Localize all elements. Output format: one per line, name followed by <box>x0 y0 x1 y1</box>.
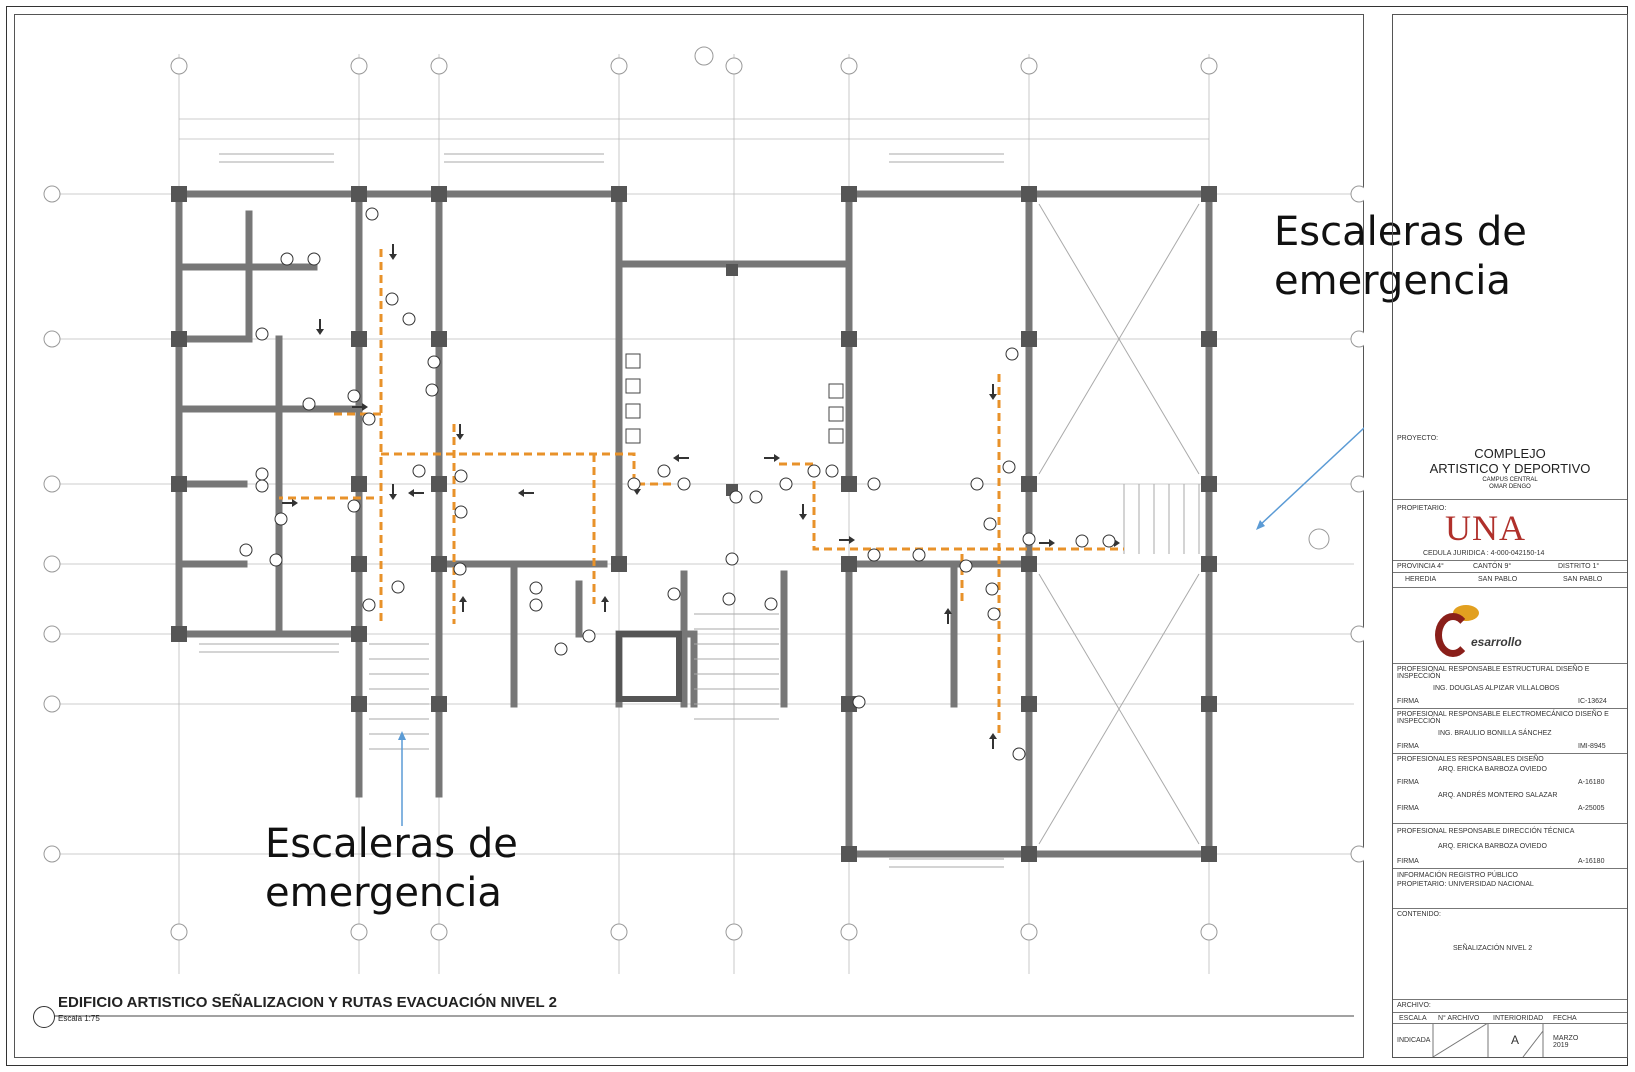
loc-header-district: DISTRITO 1° <box>1558 563 1600 570</box>
stairs-label-bottom: Escaleras de emergencia <box>265 820 518 918</box>
loc-header-canton: CANTÓN 9° <box>1473 563 1512 570</box>
resp-design-reg-2: A-25005 <box>1578 805 1605 812</box>
plan-scale: Escala 1:75 <box>58 1014 100 1023</box>
bottom-header-escala: ESCALA <box>1399 1015 1427 1022</box>
pointer-arrowhead-bottom <box>398 731 406 740</box>
direction-arrows <box>282 244 1120 749</box>
resp-design-firma-2: FIRMA <box>1397 805 1419 812</box>
resp-struct-firma: FIRMA <box>1397 698 1419 705</box>
loc-header-province: PROVINCIA 4° <box>1397 563 1444 570</box>
resp-struct-name: ING. DOUGLAS ALPIZAR VILLALOBOS <box>1433 685 1560 692</box>
pointer-line-top <box>1258 426 1364 527</box>
stairs-label-top: Escaleras de emergencia <box>1274 208 1527 306</box>
resp-struct-reg: IC-13624 <box>1578 698 1607 705</box>
resp-elec-firma: FIRMA <box>1397 743 1419 750</box>
loc-value-province: HEREDIA <box>1405 576 1437 583</box>
resp-design-name-1: ARQ. ERICKA BARBOZA OVIEDO <box>1438 766 1547 773</box>
bottom-header-fecha: FECHA <box>1553 1015 1577 1022</box>
stairs-label-bottom-line1: Escaleras de <box>265 821 518 867</box>
bottom-header-archivo: N° ARCHIVO <box>1438 1015 1480 1022</box>
resp-elec-name: ING. BRAULIO BONILLA SÁNCHEZ <box>1438 730 1552 737</box>
loc-value-district: SAN PABLO <box>1563 576 1603 583</box>
elevator <box>616 631 682 702</box>
bottom-value-interioridad: A <box>1511 1033 1520 1047</box>
resp-design-firma-1: FIRMA <box>1397 779 1419 786</box>
company-logo-icon <box>1435 613 1471 657</box>
project-sub-2: OMAR DENGO <box>1489 484 1531 490</box>
resp-tech-firma: FIRMA <box>1397 858 1419 865</box>
stairs-label-bottom-line2: emergencia <box>265 870 502 916</box>
resp-tech-name: ARQ. ERICKA BARBOZA OVIEDO <box>1438 843 1547 850</box>
title-block-diagonals <box>1432 1023 1544 1057</box>
bottom-value-fecha: MARZO 2019 <box>1553 1035 1579 1049</box>
company-logo-text: esarrollo <box>1471 635 1522 649</box>
resp-tech-reg: A-16180 <box>1578 858 1605 865</box>
resp-design-reg-1: A-16180 <box>1578 779 1605 786</box>
project-name-2: ARTISTICO Y DEPORTIVO <box>1429 461 1591 476</box>
sign-markers <box>239 207 1116 761</box>
project-label: PROYECTO: <box>1397 435 1439 442</box>
evacuation-route <box>279 249 1124 734</box>
project-sub-1: CAMPUS CENTRAL <box>1482 477 1538 483</box>
contents-label: CONTENIDO: <box>1397 911 1441 918</box>
stair-treads <box>199 153 1200 868</box>
resp-design-title: PROFESIONALES RESPONSABLES DISEÑO <box>1397 756 1544 763</box>
sign-symbols <box>625 353 844 444</box>
pointer-arrowhead-top <box>1256 520 1265 530</box>
registry-title: INFORMACIÓN REGISTRO PÚBLICO <box>1397 872 1518 879</box>
una-logo: UNA <box>1445 508 1526 548</box>
plan-frame <box>14 14 1364 1058</box>
floor-plan <box>43 46 1364 1017</box>
registry-owner: PROPIETARIO: UNIVERSIDAD NACIONAL <box>1397 881 1534 888</box>
owner-label: PROPIETARIO: <box>1397 505 1447 512</box>
bottom-header-interioridad: INTERIORIDAD <box>1493 1015 1544 1022</box>
bottom-value-escala: INDICADA <box>1397 1037 1431 1044</box>
loc-value-canton: SAN PABLO <box>1478 576 1518 583</box>
title-block: PROYECTO: COMPLEJO ARTISTICO Y DEPORTIVO… <box>1392 14 1628 1058</box>
stairs-label-top-line1: Escaleras de <box>1274 209 1527 255</box>
plan-title: EDIFICIO ARTISTICO SEÑALIZACION Y RUTAS … <box>58 994 557 1011</box>
walls <box>175 190 1213 858</box>
archivo-label: ARCHIVO: <box>1397 1002 1431 1009</box>
contents-value: SEÑALIZACIÓN NIVEL 2 <box>1453 945 1533 952</box>
resp-elec-title: PROFESIONAL RESPONSABLE ELECTROMECÁNICO … <box>1397 711 1609 725</box>
cedula: CEDULA JURIDICA : 4-000-042150-14 <box>1423 550 1545 557</box>
project-name-1: COMPLEJO <box>1474 446 1546 461</box>
plan-title-bubble <box>33 1006 55 1028</box>
columns <box>171 186 1217 862</box>
grid-bubbles <box>43 46 1364 941</box>
resp-elec-reg: IMI-8945 <box>1578 743 1606 750</box>
resp-tech-title: PROFESIONAL RESPONSABLE DIRECCIÓN TÉCNIC… <box>1397 828 1575 835</box>
resp-struct-title: PROFESIONAL RESPONSABLE ESTRUCTURAL DISE… <box>1397 666 1590 680</box>
resp-design-name-2: ARQ. ANDRÉS MONTERO SALAZAR <box>1438 792 1558 799</box>
